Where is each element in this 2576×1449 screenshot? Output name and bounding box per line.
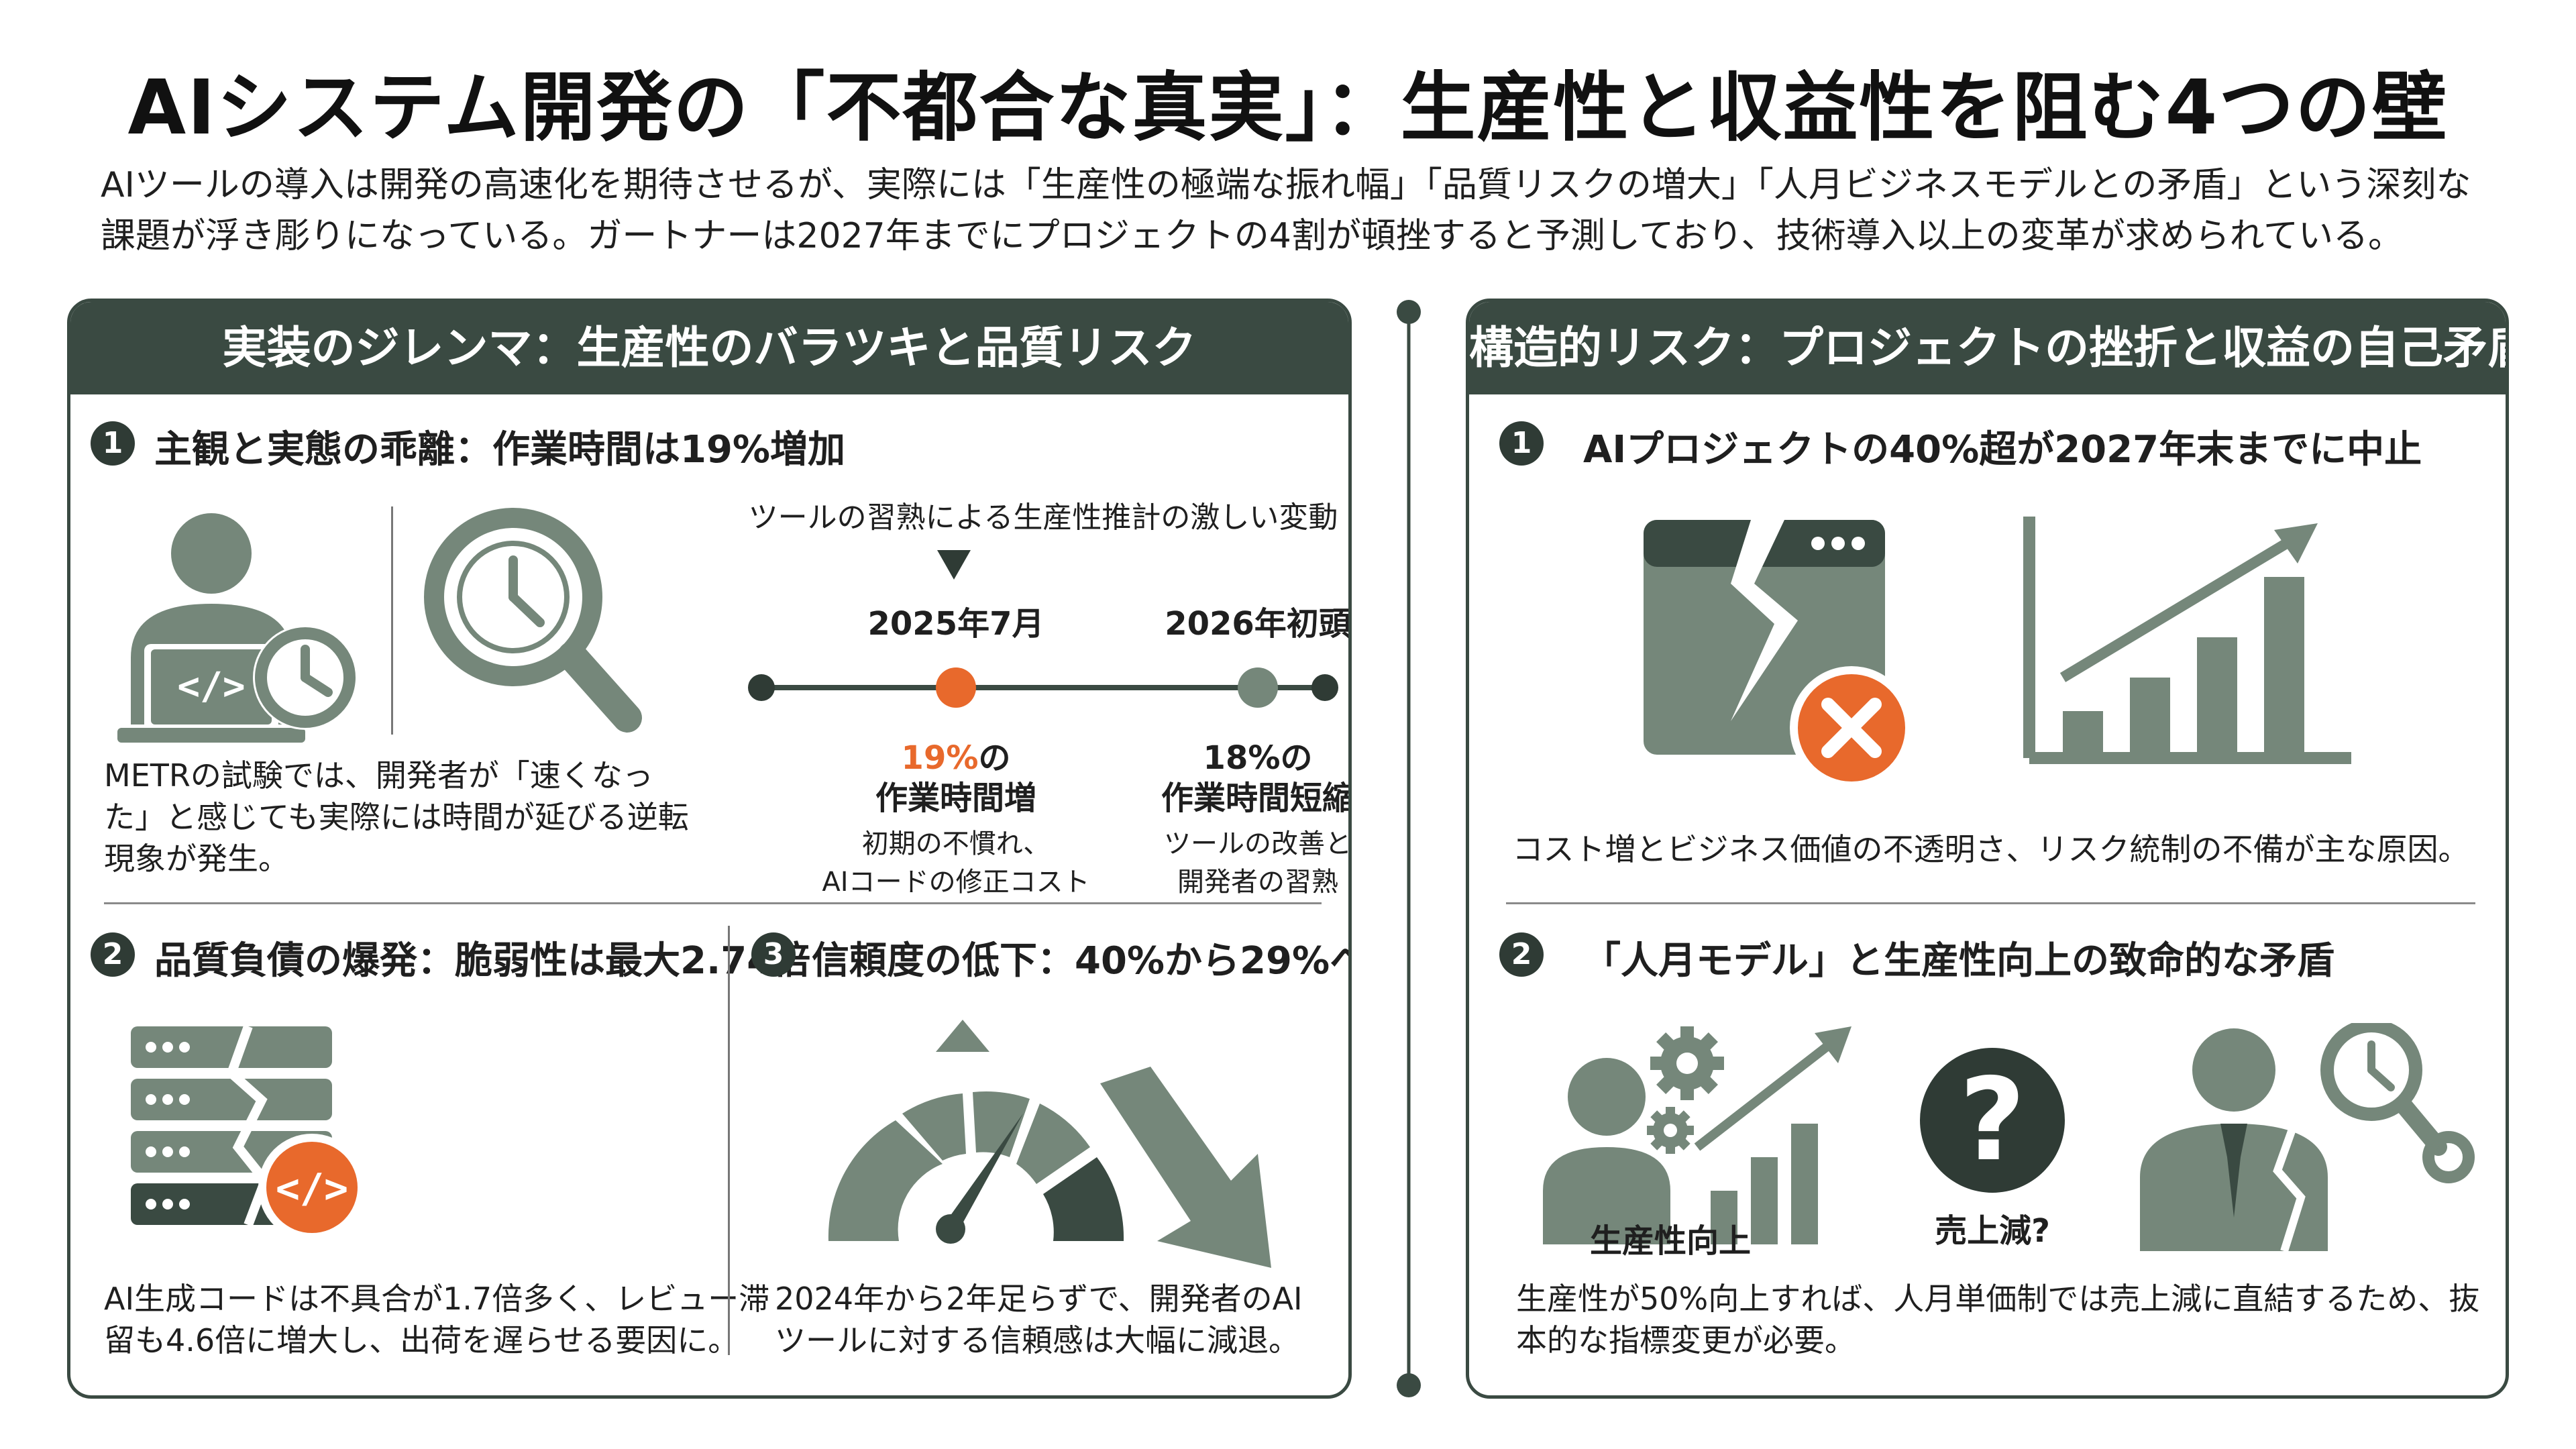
left-panel: 実装のジレンマ：生産性のバラツキと品質リスク 1 主観と実態の乖離：作業時間は1… (67, 299, 1352, 1399)
right-s1-body: コスト増とビジネス価値の不透明さ、リスク統制の不備が主な原因。 (1512, 831, 2469, 867)
section-number-badge: 2 (1499, 932, 1544, 977)
section-number-badge: 1 (91, 421, 135, 466)
icon-divider (391, 506, 393, 735)
timeline-value-1: 19%の (828, 731, 1083, 778)
timeline-note-2a: ツールの改善と (1164, 828, 1352, 859)
label-sales: 売上減? (1935, 1212, 2050, 1250)
gauge-down-arrow-icon (802, 1020, 1338, 1288)
broken-server-code-icon: </> (131, 1026, 386, 1248)
timeline-date-1: 2025年7月 (867, 605, 1044, 643)
section-title: 主観と実態の乖離：作業時間は19%増加 (154, 428, 846, 472)
timeline-label-1: 作業時間増 (875, 780, 1036, 817)
businessman-magnifier-icon (2133, 1023, 2482, 1251)
timeline-note-1b: AIコードの修正コスト (822, 867, 1090, 898)
section-title: 品質負債の爆発：脆弱性は最大2.74倍 (154, 939, 811, 983)
svg-text:</>: </> (177, 665, 245, 708)
label-productivity: 生産性向上 (1589, 1222, 1751, 1260)
section-title: AIプロジェクトの40%超が2027年末までに中止 (1583, 428, 2422, 472)
svg-text:</>: </> (276, 1165, 348, 1212)
page-title: AIシステム開発の「不都合な真実」：生産性と収益性を阻む4つの壁 (127, 64, 2449, 152)
timeline-caption: ツールの習熟による生産性推計の激しい変動 (748, 500, 1338, 535)
bar-chart-up-icon (2023, 517, 2358, 771)
question-icon: ? (1919, 1046, 2066, 1194)
timeline-value-1-number: 19% (901, 739, 979, 777)
center-divider (1389, 299, 1429, 1399)
right-s2-body: 生産性が50%向上すれば、人月単価制では売上減に直結するため、抜本的な指標変更が… (1516, 1281, 2480, 1358)
timeline-note-2b: 開発者の習熟 (1177, 867, 1338, 898)
section-number-badge: 1 (1499, 421, 1544, 466)
s1-body: METRの試験では、開発者が「速くなった」と感じても実際には時間が延びる逆転現象… (104, 757, 689, 877)
timeline-date-2: 2026年初頭 (1165, 605, 1351, 643)
person-gears-chart-icon (1536, 1023, 1858, 1265)
timeline-arrow-icon (937, 550, 971, 581)
svg-text:?: ? (1960, 1054, 2026, 1187)
section-divider (104, 902, 1322, 904)
timeline-label-2: 作業時間短縮 (1161, 780, 1352, 817)
timeline-note-1a: 初期の不慣れ、 (861, 828, 1051, 859)
section-title: 信頼度の低下：40%から29%へ (812, 939, 1352, 983)
magnifier-clock-icon (419, 503, 647, 745)
s2-body: AI生成コードは不具合が1.7倍多く、レビュー滞留も4.6倍に増大し、出荷を遅ら… (104, 1281, 770, 1358)
section-divider-vertical (728, 926, 730, 1355)
right-panel: 構造的リスク：プロジェクトの挫折と収益の自己矛盾 1 AIプロジェクトの40%超… (1466, 299, 2509, 1399)
timeline-value-1-suffix: の (978, 739, 1011, 777)
section-number-badge: 2 (91, 932, 135, 977)
developer-laptop-clock-icon: </> (104, 503, 372, 758)
right-panel-header: 構造的リスク：プロジェクトの挫折と収益の自己矛盾 (1469, 302, 2506, 394)
intro-text: AIツールの導入は開発の高速化を期待させるが、実際には「生産性の極端な振れ幅」「… (101, 165, 2471, 256)
left-panel-header: 実装のジレンマ：生産性のバラツキと品質リスク (70, 302, 1348, 394)
s3-body: 2024年から2年足らずで、開発者のAIツールに対する信頼感は大幅に減退。 (775, 1281, 1303, 1358)
broken-window-x-icon (1644, 520, 1925, 802)
section-title: 「人月モデル」と生産性向上の致命的な矛盾 (1583, 939, 2334, 983)
section-number-badge: 3 (751, 932, 796, 977)
timeline-value-2: 18%の (1203, 739, 1313, 777)
section-divider (1506, 902, 2475, 904)
timeline-line (748, 661, 1338, 714)
